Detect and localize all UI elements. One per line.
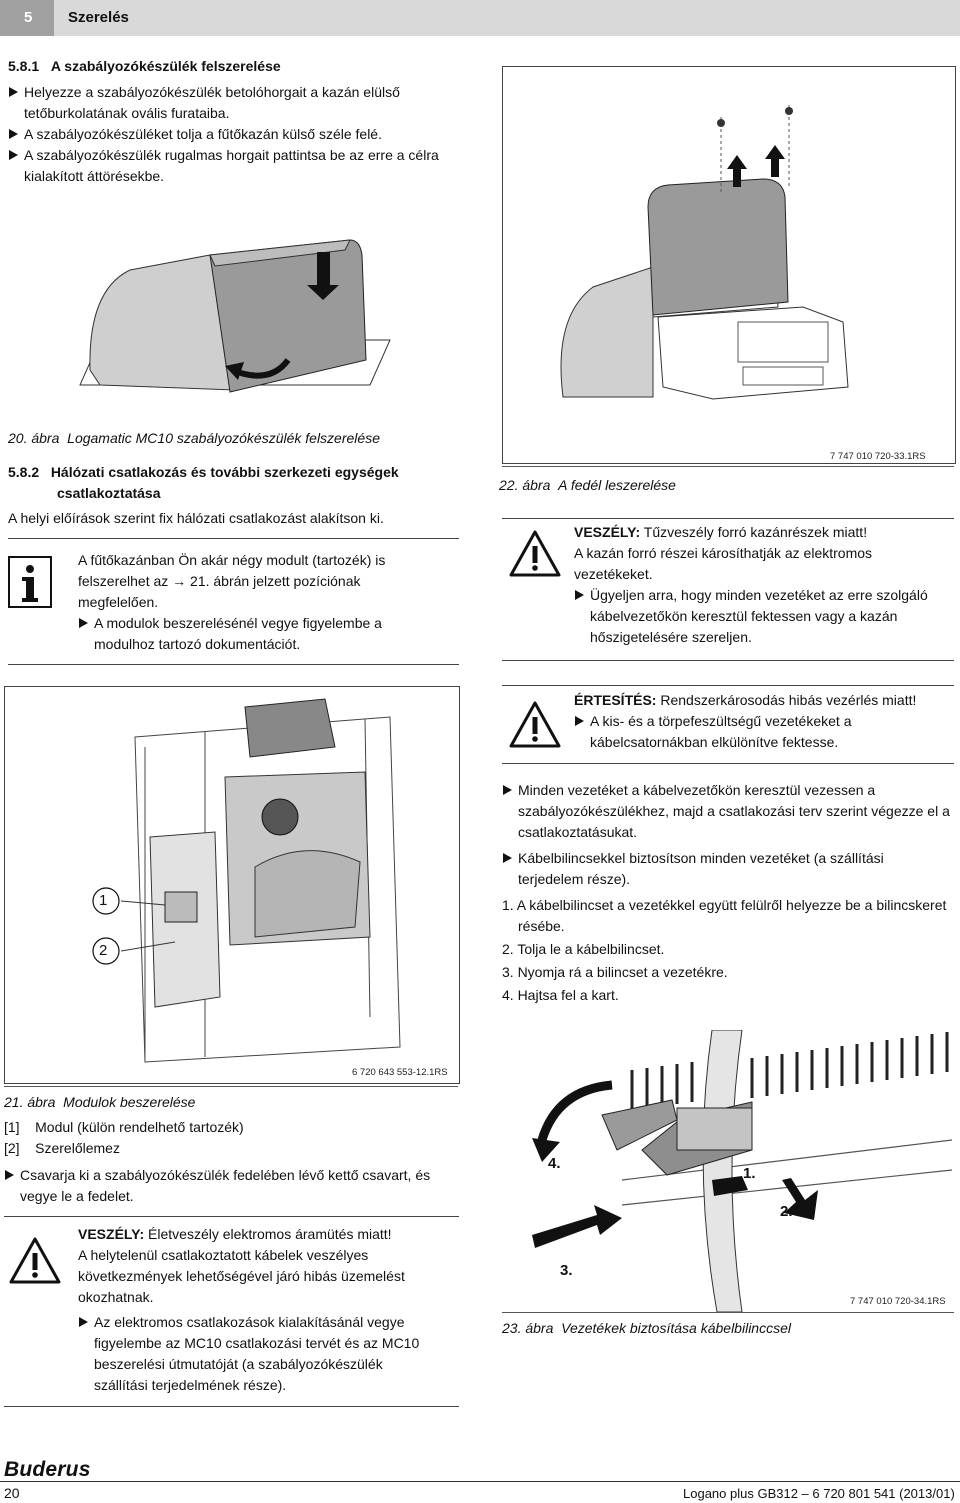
warning2-step: A kis- és a törpefeszültségű vezetékeket… [574,711,954,753]
warning2-top-rule [502,685,954,687]
chapter-title: Szerelés [68,9,129,26]
step-item: Minden vezetéket a kábelvezetőkön keresz… [502,780,957,843]
document-id: Logano plus GB312 – 6 720 801 541 (2013/… [683,1486,955,1501]
figure-23-step-3: 3. [560,1262,573,1279]
figure-23-drawing [532,1030,953,1312]
warning3-top-rule [4,1216,459,1218]
warning3-bottom-rule [4,1406,459,1408]
figure-21-frame: 1 2 [4,686,460,1084]
warning2-bottom-rule [502,763,954,765]
brand-logo: Buderus [4,1458,91,1481]
callout-1: 1 [99,892,108,909]
warning3-step: Az elektromos csatlakozások kialakításán… [78,1312,458,1396]
info-top-rule [8,538,459,540]
figure-23-step-2: 2. [780,1203,793,1220]
warning-triangle-icon [9,1237,61,1284]
chapter-number-box: 5 [0,0,54,36]
figure-22-code: 7 747 010 720-33.1RS [830,451,926,462]
numbered-step-4: 4. Hajtsa fel a kart. [502,987,619,1003]
step-item: A szabályozókészüléket tolja a fűtőkazán… [8,124,478,145]
info-text: A fűtőkazánban Ön akár négy modult (tart… [78,550,458,655]
numbered-step-1: 1. A kábelbilincset a vezetékkel együtt … [502,897,947,934]
step-item: Helyezze a szabályozókészülék betolóhorg… [8,82,478,124]
step-item: Kábelbilincsekkel biztosítson minden vez… [502,848,957,890]
figure-22-rule [502,466,954,467]
page-number: 20 [4,1485,20,1501]
legend-item-1: [1] Modul (külön rendelhető tartozék) [4,1119,244,1135]
chapter-header [0,0,960,36]
figure-20-caption: 20. ábra Logamatic MC10 szabályozókészül… [8,430,380,446]
figure-21-caption: 21. ábra Modulok beszerelése [4,1094,196,1110]
section-582-body: A helyi előírások szerint fix hálózati c… [8,510,384,526]
figure-21-step: Csavarja ki a szabályozókészülék fedeléb… [4,1165,459,1207]
warning1-bottom-rule [502,660,954,662]
figure-21-rule [4,1086,458,1087]
info-step: A modulok beszerelésénél vegye figyelemb… [78,613,458,655]
footer-rule [0,1481,960,1482]
warning-triangle-icon [509,701,561,748]
warning1-step: Ügyeljen arra, hogy minden vezetéket az … [574,585,954,648]
section-heading-581: 5.8.1 A szabályozókészülék felszerelése [8,58,281,74]
right-steps: Minden vezetéket a kábelvezetőkön keresz… [502,780,957,1006]
numbered-step-3: 3. Nyomja rá a bilincset a vezetékre. [502,964,728,980]
legend-item-2: [2] Szerelőlemez [4,1140,120,1156]
info-icon [8,556,52,608]
figure-21-legend: [1] Modul (külön rendelhető tartozék) [2… [4,1117,244,1159]
info-bottom-rule [8,664,459,666]
figure-21-drawing [92,698,401,1063]
figure-23-step-4: 4. [548,1155,561,1172]
step-item: A szabályozókészülék rugalmas horgait pa… [8,145,478,187]
section-581-steps: Helyezze a szabályozókészülék betolóhorg… [8,82,478,187]
warning1-text: VESZÉLY: Tűzveszély forró kazánrészek mi… [574,522,954,648]
warning2-text: ÉRTESÍTÉS: Rendszerkárosodás hibás vezér… [574,690,954,753]
figure-22-frame: 22. ábra A fedél leszerelése [499,66,956,493]
warning1-top-rule [502,518,954,520]
figure-22-drawing [560,105,849,400]
figure-23-rule [502,1312,954,1313]
warning-triangle-icon [509,530,561,577]
figure-21-code: 6 720 643 553-12.1RS [352,1067,448,1078]
section-heading-582: 5.8.2 Hálózati csatlakozás és további sz… [8,464,399,501]
figure-23-step-1: 1. [743,1165,756,1182]
chapter-number: 5 [24,9,33,26]
figure-22-caption: 22. ábra A fedél leszerelése [499,477,676,493]
figure-23-code: 7 747 010 720-34.1RS [850,1296,946,1307]
callout-2: 2 [99,942,108,959]
numbered-step-2: 2. Tolja le a kábelbilincset. [502,941,665,957]
figure-23-caption: 23. ábra Vezetékek biztosítása kábelbili… [502,1320,791,1336]
warning3-text: VESZÉLY: Életveszély elektromos áramütés… [78,1224,458,1396]
figure-20-drawing [79,239,391,393]
